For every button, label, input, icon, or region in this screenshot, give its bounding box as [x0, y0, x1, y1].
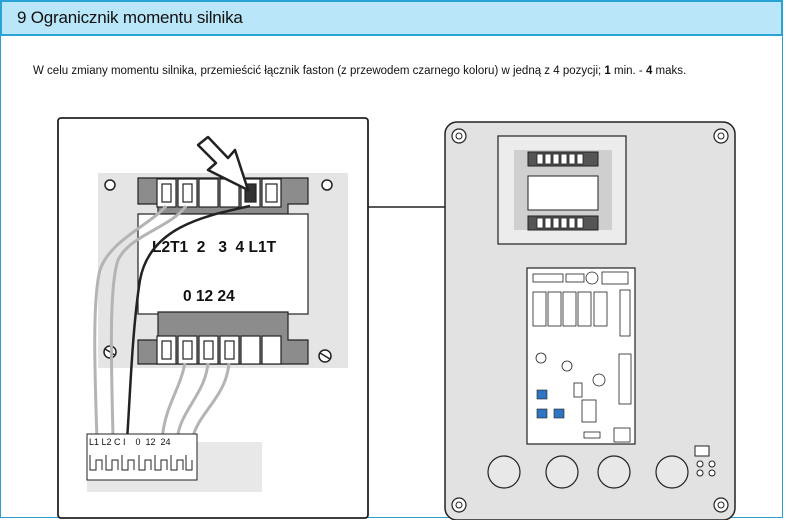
screw-icon — [321, 179, 333, 191]
section-header: 9 Ogranicznik momentu silnika — [0, 0, 783, 36]
faston-arrow-icon — [196, 135, 250, 192]
corner-screw-icon — [451, 497, 467, 513]
section-title: 9 Ogranicznik momentu silnika — [17, 8, 243, 27]
instruction-min-value: 1 — [604, 65, 611, 77]
corner-screw-icon — [451, 128, 467, 144]
screw-icon — [318, 349, 332, 363]
terminal-block — [86, 433, 198, 481]
screw-icon — [104, 179, 116, 191]
instruction-max-value: 4 — [645, 65, 653, 77]
instruction-max-label: maks. — [652, 65, 687, 77]
ground-terminal-icon — [694, 445, 716, 477]
mini-terminals — [536, 153, 584, 229]
instruction-text: W celu zmiany momentu silnika, przemieśc… — [33, 65, 686, 77]
mini-core — [527, 175, 599, 211]
board-components — [532, 271, 632, 443]
transformer-core — [137, 213, 309, 315]
instruction-part1: W celu zmiany momentu silnika, przemieśc… — [33, 65, 605, 77]
instruction-min-label: min. - — [610, 65, 646, 77]
black-wire — [125, 204, 251, 441]
corner-screw-icon — [713, 497, 729, 513]
board-blue-switches — [536, 389, 565, 419]
top-terminal-labels: L2T1 2 3 4 L1T — [152, 239, 277, 256]
corner-screw-icon — [713, 128, 729, 144]
bottom-terminal-labels: 0 12 24 — [183, 288, 235, 305]
top-terminals — [156, 178, 282, 208]
bottom-terminals — [156, 335, 282, 365]
grey-wires — [93, 205, 231, 441]
terminal-block-contacts — [89, 455, 193, 471]
cable-glands — [487, 455, 689, 489]
terminal-block-labels: L1 L2 C I 0 12 24 — [89, 437, 171, 447]
